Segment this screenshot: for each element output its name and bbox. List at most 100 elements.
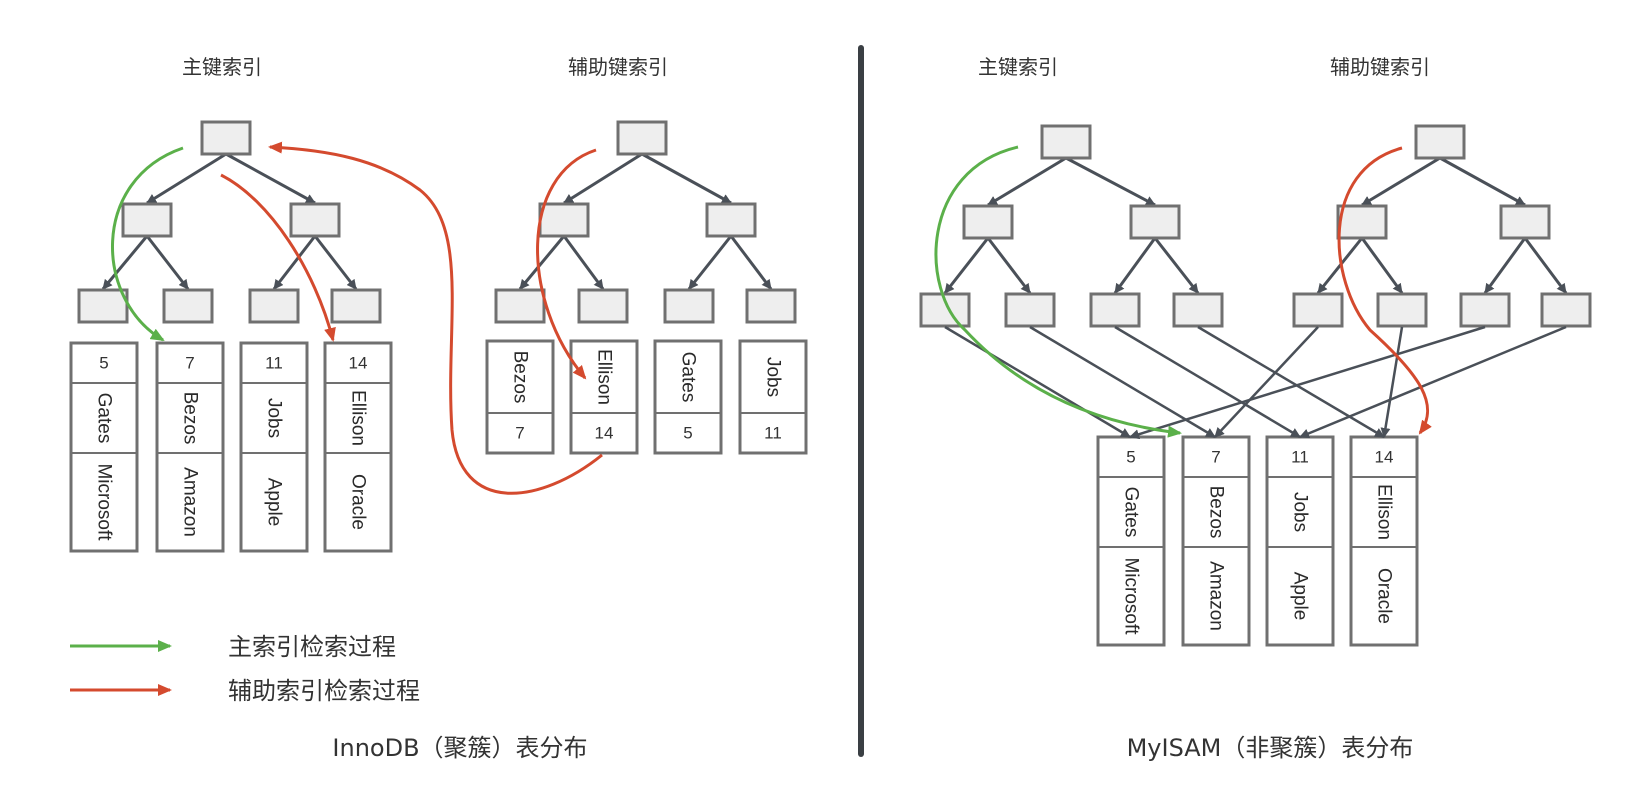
myisam-secondary-leaf-node — [1376, 292, 1428, 328]
innodb-primary-row-id: 7 — [185, 354, 194, 373]
legend-secondary-label: 辅助索引检索过程 — [228, 677, 420, 705]
myisam-secondary-index-title: 辅助键索引 — [1330, 55, 1430, 79]
innodb-primary-row-id: 11 — [265, 354, 283, 373]
innodb-secondary-search-path — [536, 148, 597, 380]
myisam-row-name: Jobs — [1290, 492, 1311, 532]
innodb-secondary-leaf-box — [569, 339, 639, 455]
myisam-row-name: Bezos — [1206, 486, 1227, 539]
tree-edges — [101, 152, 1568, 294]
innodb-secondary-leaf-name: Ellison — [594, 349, 615, 405]
innodb-primary-tree-edge — [101, 235, 149, 290]
myisam-row-id: 11 — [1291, 448, 1309, 467]
myisam-row-pointer — [1380, 326, 1404, 438]
myisam-row-company: Oracle — [1374, 568, 1395, 624]
myisam-primary-root-node — [1040, 124, 1092, 160]
myisam-primary-leaf-node — [1089, 292, 1141, 328]
innodb-secondary-to-primary-path — [220, 173, 336, 342]
innodb-primary-row-name: Jobs — [264, 398, 285, 438]
myisam-secondary-tree-edge — [1439, 156, 1526, 207]
innodb-primary-row-id: 5 — [99, 354, 108, 373]
innodb-secondary-index-title: 辅助键索引 — [568, 55, 668, 79]
myisam-secondary-leaf-node — [1292, 292, 1344, 328]
innodb-primary-row-name: Gates — [94, 393, 115, 444]
innodb-primary-inner-node — [121, 202, 173, 238]
myisam-row-name: Ellison — [1374, 484, 1395, 540]
innodb-primary-leaf-node — [248, 288, 300, 324]
innodb-caption: InnoDB（聚簇）表分布 — [332, 734, 587, 762]
leaf-boxes: 5GatesMicrosoft7BezosAmazon11JobsApple14… — [69, 339, 1419, 647]
myisam-secondary-leaf-node — [1459, 292, 1511, 328]
tree-nodes — [77, 120, 1592, 328]
myisam-row-pointer — [944, 325, 1131, 439]
myisam-caption: MyISAM（非聚簇）表分布 — [1127, 734, 1414, 762]
innodb-primary-row-company: Microsoft — [94, 463, 115, 541]
myisam-secondary-tree-edge — [1483, 237, 1527, 294]
myisam-secondary-inner-node — [1336, 204, 1388, 240]
innodb-secondary-leaf-pk: 11 — [764, 424, 782, 443]
myisam-primary-index-title: 主键索引 — [978, 55, 1058, 79]
myisam-row-id: 14 — [1375, 448, 1394, 467]
innodb-secondary-tree-edge — [729, 235, 773, 290]
innodb-secondary-leaf-name: Gates — [678, 352, 699, 403]
innodb-secondary-tree-edge — [641, 152, 732, 205]
myisam-primary-inner-node — [962, 204, 1014, 240]
myisam-row-pointer — [1214, 326, 1319, 438]
myisam-row-company: Apple — [1290, 572, 1311, 621]
myisam-secondary-root-node — [1414, 124, 1466, 160]
innodb-primary-search-path — [111, 146, 184, 342]
myisam-primary-inner-node — [1129, 204, 1181, 240]
myisam-row-box — [1181, 435, 1251, 647]
legend-primary-label: 主索引检索过程 — [228, 633, 396, 661]
legend: 主索引检索过程 辅助索引检索过程 — [70, 633, 420, 705]
innodb-secondary-leaf-node — [745, 288, 797, 324]
myisam-row-pointer — [1197, 325, 1385, 439]
myisam-row-id: 7 — [1211, 448, 1220, 467]
innodb-primary-row-box — [323, 341, 393, 553]
myisam-secondary-tree-edge — [1523, 237, 1568, 294]
myisam-primary-tree-edge — [1113, 237, 1157, 294]
section-divider — [858, 45, 864, 757]
innodb-secondary-tree-edge — [562, 235, 605, 290]
innodb-primary-tree-edge — [313, 235, 358, 290]
myisam-row-name: Gates — [1121, 487, 1142, 538]
myisam-primary-search-path — [934, 145, 1182, 438]
innodb-secondary-leaf-node — [663, 288, 715, 324]
innodb-primary-leaf-node — [330, 288, 382, 324]
innodb-primary-tree-edge — [225, 152, 316, 205]
myisam-row-pointer — [1114, 325, 1301, 439]
myisam-secondary-tree-edge — [1360, 237, 1404, 294]
innodb-secondary-tree-edge — [687, 235, 733, 290]
innodb-primary-inner-node — [289, 202, 341, 238]
myisam-row-company: Microsoft — [1121, 557, 1142, 635]
myisam-primary-leaf-node — [1004, 292, 1056, 328]
myisam-primary-tree-edge — [943, 237, 990, 294]
myisam-row-id: 5 — [1126, 448, 1135, 467]
myisam-row-pointer — [1129, 325, 1486, 440]
innodb-primary-row-name: Bezos — [180, 392, 201, 445]
innodb-secondary-leaf-name: Jobs — [763, 357, 784, 397]
innodb-primary-tree-edge — [146, 152, 227, 205]
innodb-secondary-leaf-pk: 5 — [683, 424, 692, 443]
innodb-primary-row-name: Ellison — [348, 390, 369, 446]
innodb-secondary-leaf-box — [738, 339, 808, 455]
myisam-row-pointer — [1029, 325, 1216, 439]
innodb-pk-lookback-path — [268, 141, 603, 495]
innodb-primary-row-box — [155, 341, 225, 553]
innodb-secondary-leaf-pk: 14 — [595, 424, 614, 443]
myisam-row-company: Amazon — [1206, 561, 1227, 631]
myisam-row-box — [1096, 435, 1166, 647]
innodb-secondary-leaf-name: Bezos — [510, 351, 531, 404]
innodb-primary-tree-edge — [145, 235, 190, 290]
myisam-secondary-inner-node — [1499, 204, 1551, 240]
innodb-primary-row-company: Oracle — [348, 474, 369, 530]
myisam-row-pointers — [944, 325, 1567, 440]
myisam-primary-tree-edge — [987, 156, 1067, 207]
innodb-secondary-leaf-node — [494, 288, 546, 324]
innodb-secondary-inner-node — [705, 202, 757, 238]
myisam-secondary-tree-edge — [1361, 156, 1441, 207]
innodb-primary-leaf-node — [77, 288, 129, 324]
myisam-primary-leaf-node — [1172, 292, 1224, 328]
innodb-secondary-leaf-box — [653, 339, 723, 455]
myisam-secondary-search-path — [1337, 146, 1432, 435]
